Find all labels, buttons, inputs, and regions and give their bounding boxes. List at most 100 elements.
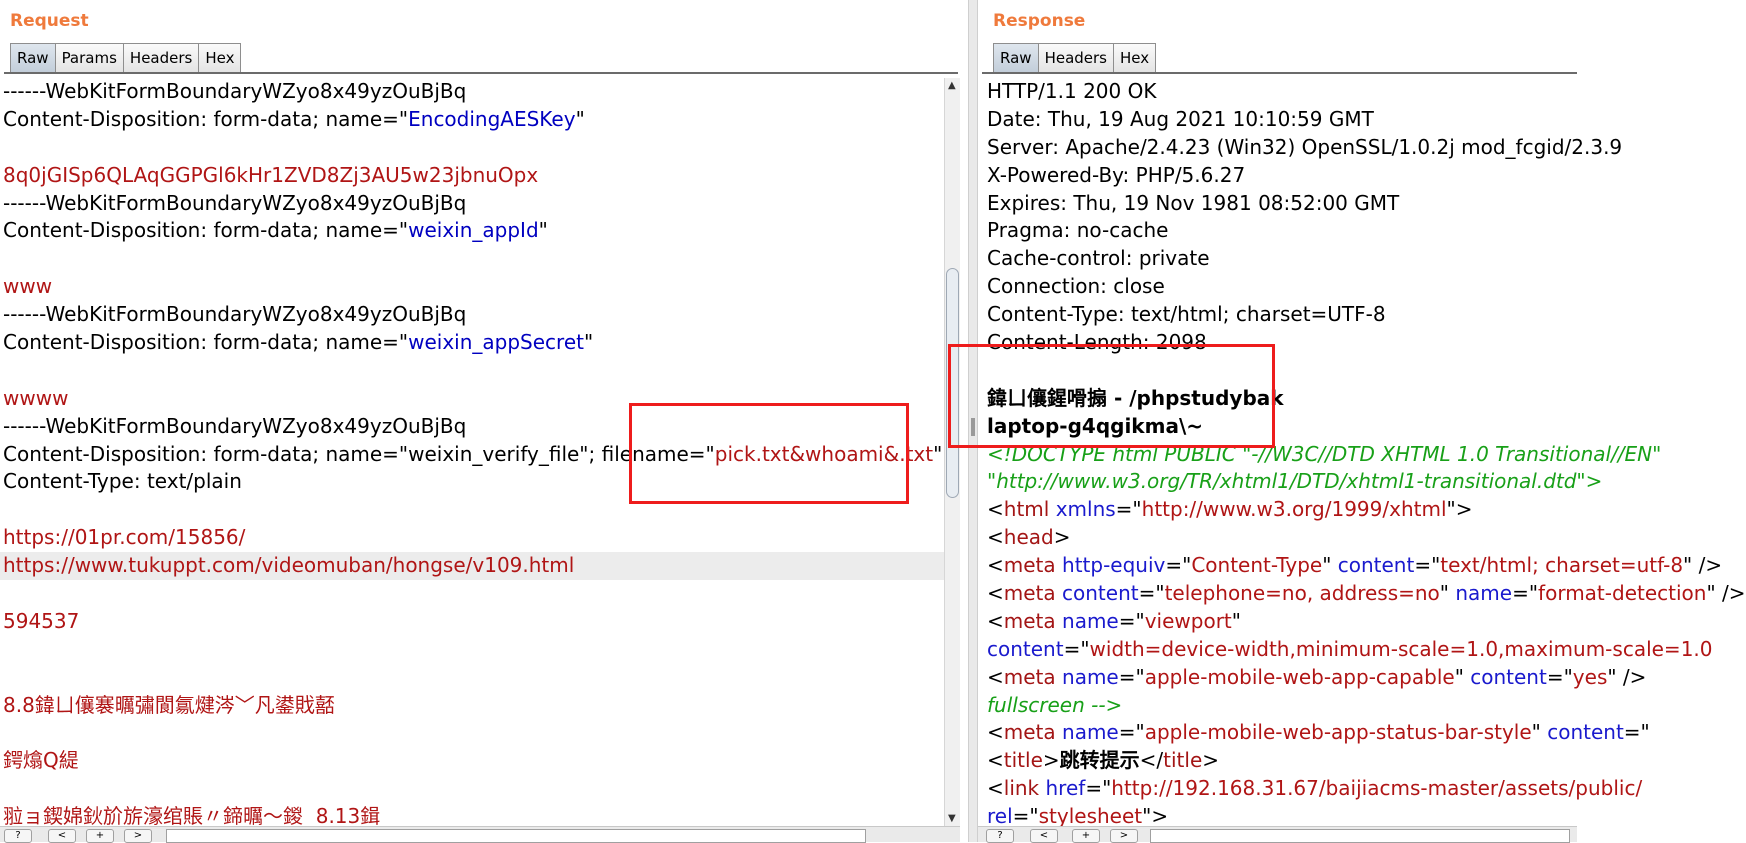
response-token: =" [1012, 804, 1039, 829]
response-token: format-detection [1538, 581, 1707, 606]
request-line [0, 580, 944, 608]
response-token: http://www.w3.org/1999/xhtml [1141, 497, 1447, 522]
response-token: width=device-width,minimum-scale=1.0,max… [1089, 636, 1713, 661]
scroll-down-icon[interactable]: ▼ [948, 813, 956, 824]
request-line: Content-Disposition: form-data; name="we… [0, 441, 944, 469]
request-token: 594537 [3, 608, 80, 633]
add-button[interactable]: + [86, 829, 114, 843]
response-token: =" [1138, 581, 1165, 606]
response-token: meta [1003, 553, 1056, 578]
tab-headers[interactable]: Headers [122, 43, 200, 73]
response-token: < [987, 497, 1004, 522]
request-line [0, 719, 944, 747]
response-token: xmlns [1055, 497, 1116, 522]
next-button[interactable]: > [1110, 829, 1138, 843]
response-token: yes [1572, 664, 1608, 689]
response-token: text/html; charset=utf-8 [1440, 553, 1684, 578]
response-token: =" [1165, 553, 1192, 578]
response-line: fullscreen --> [984, 692, 1583, 720]
response-token: </ [1139, 748, 1164, 773]
response-token: =" [1085, 776, 1112, 801]
request-token: Content-Disposition: form-data; name=" [3, 330, 409, 355]
response-token: " /> [1607, 664, 1647, 689]
divider-grip-icon[interactable] [971, 418, 975, 436]
previous-button[interactable]: < [1030, 829, 1058, 843]
request-line: ------WebKitFormBoundaryWZyo8x49yzOuBjBq [0, 78, 944, 106]
response-line: <title>跳转提示</title> [984, 747, 1583, 775]
response-search-bar: ? < + > [978, 826, 1577, 843]
tab-headers[interactable]: Headers [1037, 43, 1114, 73]
response-line: "http://www.w3.org/TR/xhtml1/DTD/xhtml1-… [984, 468, 1602, 496]
response-token: < [987, 581, 1004, 606]
response-token: name [1062, 720, 1119, 745]
response-line: Expires: Thu, 19 Nov 1981 08:52:00 GMT [984, 190, 1583, 218]
request-token: 翋ョ鍥婂鈥斺旂濠绾賬〃鍗曞～鍐 8.13鍓 [3, 804, 381, 829]
request-line: www [0, 273, 944, 301]
response-token: X-Powered-By: PHP/5.6.27 [987, 162, 1246, 187]
response-token: name [1455, 581, 1513, 606]
next-button[interactable]: > [124, 829, 152, 843]
response-token: < [987, 525, 1004, 550]
response-line: <meta name="apple-mobile-web-app-capable… [984, 664, 1646, 692]
search-input[interactable] [1150, 829, 1570, 843]
response-line: <link href="http://192.168.31.67/baijiac… [984, 775, 1642, 803]
response-token: content [1547, 720, 1624, 745]
response-token: < [987, 553, 1004, 578]
request-line: 594537 [0, 608, 944, 636]
response-token: =" [1118, 664, 1145, 689]
scrollbar-thumb[interactable] [946, 268, 959, 498]
response-line: 鍏ㄩ儴鍟嗗搧 - /phpstudybak [984, 385, 1583, 413]
request-token: weixin_appId [408, 218, 539, 243]
request-token: ------WebKitFormBoundaryWZyo8x49yzOuBjBq [3, 413, 467, 438]
response-token: > [1042, 748, 1060, 773]
response-token: Cache-control: private [987, 246, 1210, 271]
response-line: <meta name="viewport" [984, 608, 1583, 636]
response-token: "> [1142, 804, 1169, 829]
request-token: wwww [3, 385, 69, 410]
help-button[interactable]: ? [986, 829, 1014, 843]
request-line [0, 636, 944, 664]
request-token: ------WebKitFormBoundaryWZyo8x49yzOuBjBq [3, 190, 467, 215]
response-line: Date: Thu, 19 Aug 2021 10:10:59 GMT [984, 106, 1583, 134]
request-token: https://www.tukuppt.com/videomuban/hongs… [3, 553, 575, 578]
previous-button[interactable]: < [48, 829, 76, 843]
response-line: Content-Length: 2098 [984, 329, 1583, 357]
response-token: apple-mobile-web-app-status-bar-style [1144, 720, 1532, 745]
search-input[interactable] [166, 829, 866, 843]
response-token: Server: Apache/2.4.23 (Win32) OpenSSL/1.… [987, 134, 1623, 159]
response-token: < [987, 608, 1004, 633]
tab-hex[interactable]: Hex [1113, 43, 1157, 73]
tab-params[interactable]: Params [54, 43, 124, 73]
response-token: =" [1118, 608, 1145, 633]
add-button[interactable]: + [1072, 829, 1100, 843]
response-token: =" [1063, 636, 1090, 661]
response-token: fullscreen --> [987, 692, 1123, 717]
response-token: " [1454, 664, 1471, 689]
response-token: " [1531, 720, 1548, 745]
scroll-up-icon[interactable]: ▲ [948, 80, 956, 91]
response-token: > [1202, 748, 1220, 773]
response-token: < [987, 776, 1004, 801]
request-line: ------WebKitFormBoundaryWZyo8x49yzOuBjBq [0, 301, 944, 329]
request-editor[interactable]: ------WebKitFormBoundaryWZyo8x49yzOuBjBq… [0, 78, 944, 829]
response-token: < [987, 664, 1004, 689]
response-line: HTTP/1.1 200 OK [984, 78, 1583, 106]
response-token: meta [1003, 581, 1056, 606]
request-line [0, 664, 944, 692]
request-token: 8q0jGISp6QLAqGGPGl6kHr1ZVD8Zj3AU5w23jbnu… [3, 162, 539, 187]
request-token: weixin_appSecret [408, 330, 584, 355]
response-token: name [1062, 664, 1119, 689]
tab-raw[interactable]: Raw [993, 43, 1039, 73]
response-token: meta [1003, 608, 1056, 633]
response-line: <html xmlns="http://www.w3.org/1999/xhtm… [984, 496, 1583, 524]
tab-raw[interactable]: Raw [10, 43, 56, 73]
response-line: <head> [984, 524, 1583, 552]
response-line: <meta name="apple-mobile-web-app-status-… [984, 719, 1650, 747]
pane-divider[interactable] [968, 0, 978, 842]
request-line: Content-Disposition: form-data; name="En… [0, 106, 944, 134]
request-token: https://01pr.com/15856/ [3, 525, 246, 550]
tab-hex[interactable]: Hex [198, 43, 242, 73]
request-scrollbar[interactable]: ▲ ▼ [944, 78, 960, 826]
help-button[interactable]: ? [4, 829, 32, 843]
